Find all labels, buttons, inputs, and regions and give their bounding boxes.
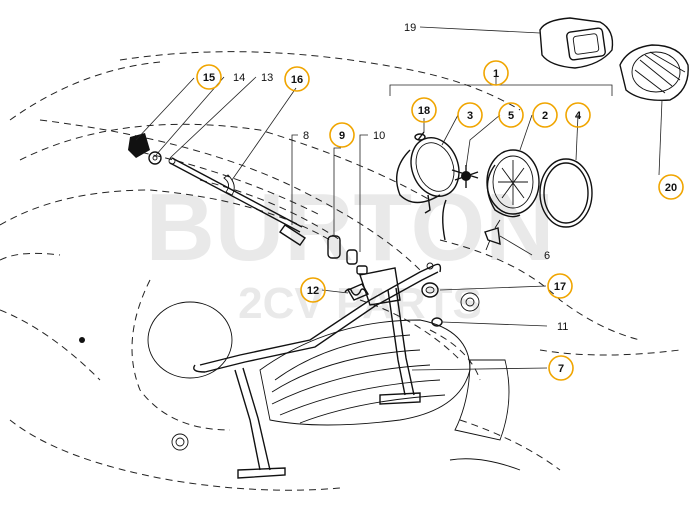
part-label-15: 15 — [203, 72, 215, 84]
headlamp-bowl — [396, 131, 460, 241]
adjuster-screw — [484, 219, 501, 251]
part-label-11: 11 — [557, 321, 568, 333]
part-label-1: 1 — [493, 68, 499, 80]
part-label-9: 9 — [339, 130, 345, 142]
headlamp-modern-20 — [619, 44, 689, 101]
part-label-17: 17 — [554, 281, 566, 293]
spring — [344, 288, 367, 296]
part-label-18: 18 — [418, 105, 430, 117]
front-body-details — [79, 292, 480, 451]
watermark-title: BURTON — [146, 174, 555, 281]
part-label-6: 6 — [544, 250, 550, 262]
bulb-holder — [451, 165, 479, 188]
watermark-subtitle: 2CV PARTS — [238, 279, 482, 328]
part-label-5: 5 — [508, 110, 514, 122]
part-label-16: 16 — [291, 74, 303, 86]
grille — [259, 319, 521, 471]
part-label-13: 13 — [261, 72, 273, 84]
part-label-14: 14 — [233, 72, 245, 84]
headlamp-unit — [486, 149, 540, 218]
part-label-20: 20 — [665, 182, 677, 194]
part-label-12: 12 — [307, 285, 319, 297]
leader-lines — [135, 26, 663, 371]
part-label-7: 7 — [558, 363, 564, 375]
highlight-rings — [196, 60, 684, 381]
part-label-2: 2 — [542, 110, 548, 122]
headlamp-modern-19 — [539, 17, 614, 69]
adjust-knob — [128, 133, 176, 165]
part-label-3: 3 — [467, 110, 473, 122]
part-label-10: 10 — [373, 130, 385, 142]
part-label-19: 19 — [404, 22, 416, 34]
adjust-rod — [169, 157, 306, 246]
car-body-outline — [0, 51, 681, 491]
part-labels: 1 2 3 4 5 6 7 8 9 10 11 12 13 14 15 16 1… — [203, 22, 677, 375]
part-label-4: 4 — [575, 110, 582, 122]
headlamp-rim — [539, 158, 593, 228]
part-label-8: 8 — [303, 130, 309, 142]
